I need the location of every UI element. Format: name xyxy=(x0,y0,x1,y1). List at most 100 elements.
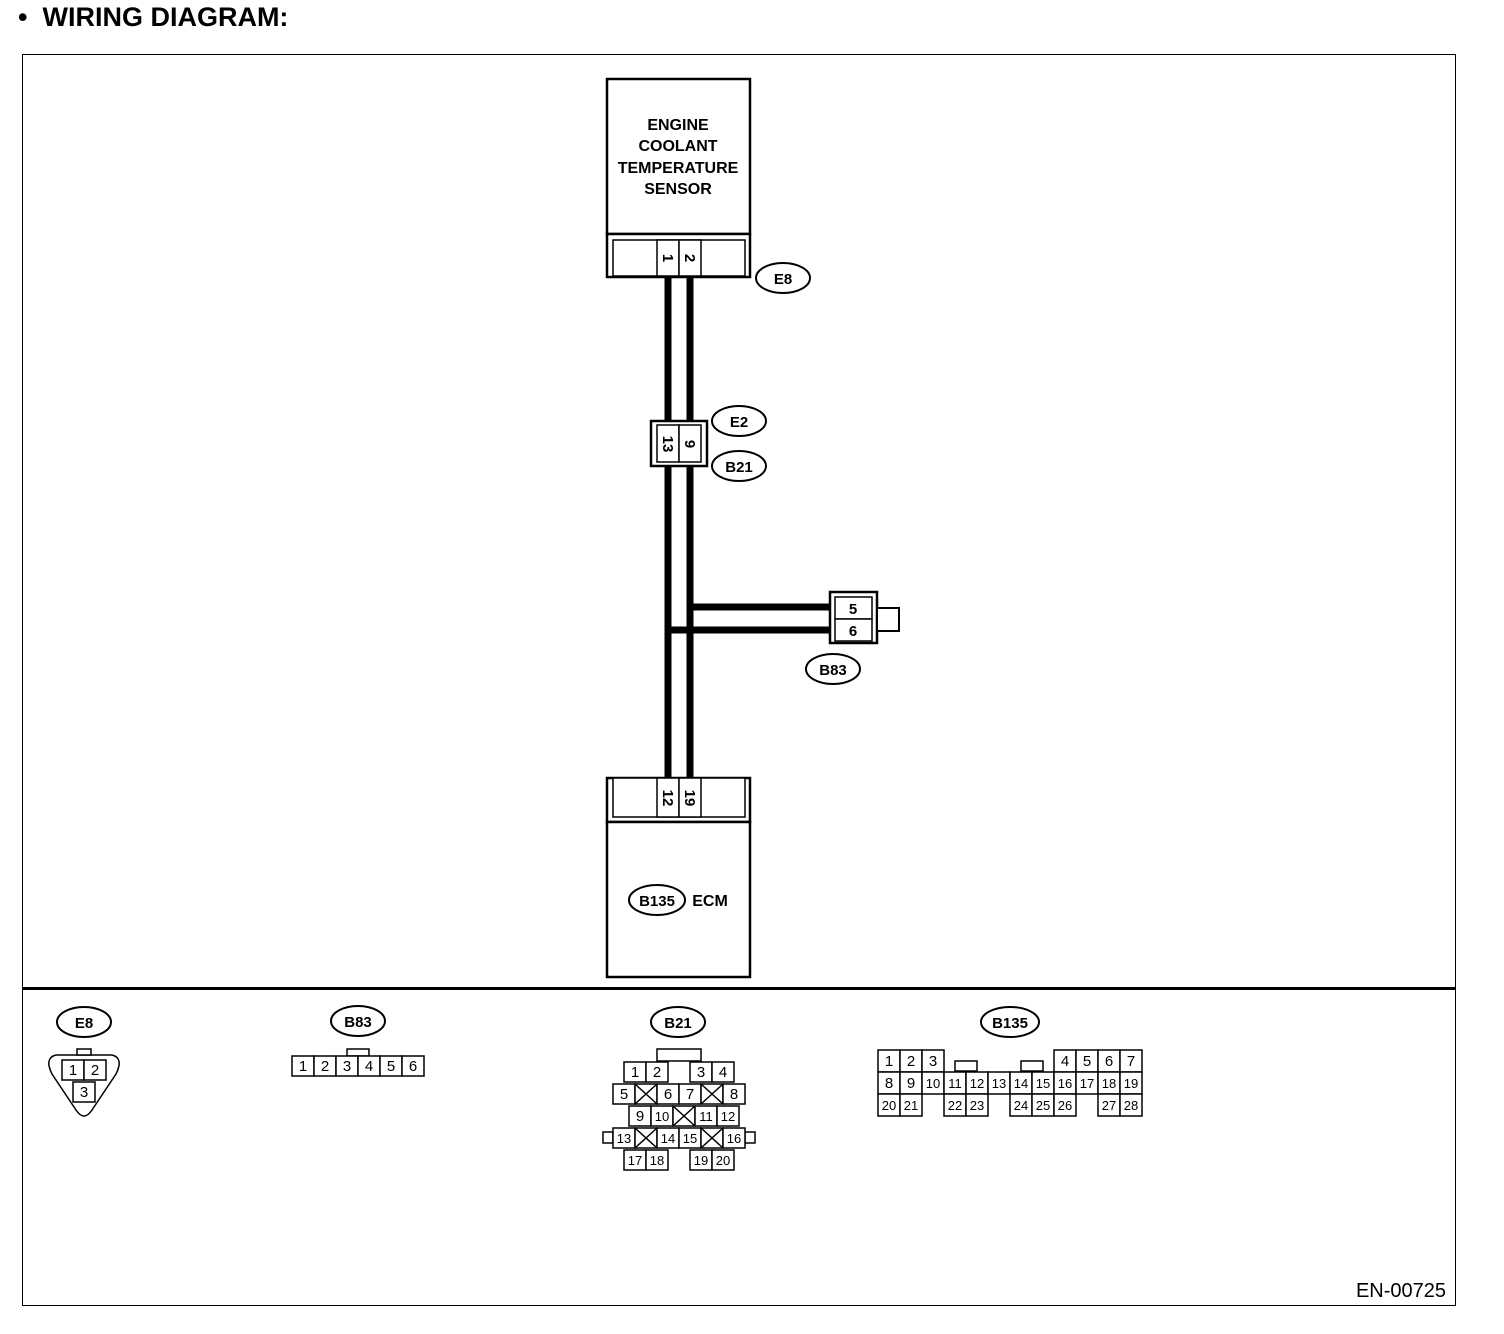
b83-pin-label: 6 xyxy=(409,1058,417,1075)
b135-pin-label: 21 xyxy=(904,1098,918,1113)
joint-pin-13: 13 xyxy=(659,436,676,453)
b135-pin-label: 4 xyxy=(1061,1053,1069,1070)
b21-pin-label: 16 xyxy=(727,1131,741,1146)
b83-pin-label: 5 xyxy=(387,1058,395,1075)
connector-id-bubble xyxy=(330,1005,386,1037)
b135-pin-label: 17 xyxy=(1080,1076,1094,1091)
b21-pin-label: 11 xyxy=(699,1109,713,1124)
branch-connector-id: B83 xyxy=(819,662,847,679)
b21-blank-cross xyxy=(634,1127,658,1149)
connector-view-b135-id: B135 xyxy=(992,1015,1028,1032)
ecm-pin-12: 12 xyxy=(659,790,676,807)
joint-id-e2: E2 xyxy=(730,414,748,431)
b83-pin-label: 1 xyxy=(299,1058,307,1075)
connector-id-bubble xyxy=(711,405,767,437)
connector-id-bubble xyxy=(805,653,861,685)
b135-pin-cell xyxy=(1053,1093,1077,1117)
b21-pin-label: 10 xyxy=(655,1109,669,1124)
branch-connector-latch xyxy=(876,607,900,632)
branch-pin-5: 5 xyxy=(849,601,857,618)
b135-pin-label: 23 xyxy=(970,1098,984,1113)
ecm-connector-id: B135 xyxy=(639,893,675,910)
b135-pin-label: 2 xyxy=(907,1053,915,1070)
b135-pin-label: 19 xyxy=(1124,1076,1138,1091)
b21-pin-label: 4 xyxy=(719,1064,727,1081)
sensor-pin-cell xyxy=(678,239,702,277)
b21-key xyxy=(656,1048,702,1062)
b135-pin-label: 15 xyxy=(1036,1076,1050,1091)
b135-pin-label: 18 xyxy=(1102,1076,1116,1091)
b135-pin-label: 7 xyxy=(1127,1053,1135,1070)
b21-pin-label: 8 xyxy=(730,1086,738,1103)
b135-pin-label: 3 xyxy=(929,1053,937,1070)
b135-pin-label: 12 xyxy=(970,1076,984,1091)
b135-pin-label: 27 xyxy=(1102,1098,1116,1113)
b21-pin-label: 14 xyxy=(661,1131,675,1146)
b21-pin-label: 6 xyxy=(664,1086,672,1103)
ecm-label: ECM xyxy=(692,893,728,910)
b135-pin-label: 8 xyxy=(885,1075,893,1092)
b21-blank-cross xyxy=(700,1127,724,1149)
connector-id-bubble xyxy=(650,1006,706,1038)
b21-pin-cell xyxy=(722,1083,746,1105)
b21-blank-cross xyxy=(634,1083,658,1105)
b21-pin-label: 1 xyxy=(631,1064,639,1081)
b135-pin-label: 10 xyxy=(926,1076,940,1091)
b21-pin-cell xyxy=(645,1061,669,1083)
b135-pin-label: 26 xyxy=(1058,1098,1072,1113)
e8-pin-label: 1 xyxy=(69,1062,77,1079)
panel-divider xyxy=(22,987,1456,990)
sensor-label-line-1: ENGINE xyxy=(647,117,709,134)
b135-pin-cell xyxy=(965,1093,989,1117)
e8-pin-cell xyxy=(83,1059,107,1081)
connector-view-b21-id: B21 xyxy=(664,1015,692,1032)
joint-id-b21: B21 xyxy=(725,459,753,476)
b21-pin-label: 12 xyxy=(721,1109,735,1124)
b83-pin-cell xyxy=(401,1055,425,1077)
connector-id-bubble xyxy=(56,1006,112,1038)
b21-blank-cross xyxy=(700,1083,724,1105)
b135-key xyxy=(954,1060,978,1072)
connector-id-bubble xyxy=(628,884,686,916)
b21-pin-cell xyxy=(711,1149,735,1171)
b21-pin-label: 5 xyxy=(620,1086,628,1103)
b21-pin-label: 20 xyxy=(716,1153,730,1168)
connector-id-bubble xyxy=(711,450,767,482)
b135-pin-label: 24 xyxy=(1014,1098,1028,1113)
sensor-label-line-4: SENSOR xyxy=(644,181,712,198)
b21-pin-cell xyxy=(716,1105,740,1127)
b135-pin-label: 9 xyxy=(907,1075,915,1092)
b21-pin-cell xyxy=(645,1149,669,1171)
b135-pin-label: 6 xyxy=(1105,1053,1113,1070)
e8-key xyxy=(76,1048,92,1056)
sensor-label-line-3: TEMPERATURE xyxy=(618,160,739,177)
b135-pin-label: 25 xyxy=(1036,1098,1050,1113)
b21-pin-label: 18 xyxy=(650,1153,664,1168)
branch-pin-6: 6 xyxy=(849,623,857,640)
b135-pin-label: 1 xyxy=(885,1053,893,1070)
b83-pin-label: 2 xyxy=(321,1058,329,1075)
figure-code: EN-00725 xyxy=(1355,1280,1446,1302)
b83-pin-label: 4 xyxy=(365,1058,373,1075)
b21-blank-cross xyxy=(672,1105,696,1127)
b135-pin-label: 16 xyxy=(1058,1076,1072,1091)
b21-pin-label: 3 xyxy=(697,1064,705,1081)
branch-pin-cell xyxy=(834,618,873,642)
sensor-connector-id: E8 xyxy=(774,271,792,288)
diagram-frame xyxy=(22,54,1456,1306)
ecm-pin-cell xyxy=(678,777,702,818)
e8-pin-cell xyxy=(72,1081,96,1103)
connector-view-b83-id: B83 xyxy=(344,1014,372,1031)
sensor-label-line-2: COOLANT xyxy=(638,138,717,155)
b135-key xyxy=(1020,1060,1044,1072)
joint-pin-cell xyxy=(678,424,702,463)
e8-pin-label: 3 xyxy=(80,1084,88,1101)
sensor-pin-2: 2 xyxy=(681,254,698,262)
ecm-pin-19: 19 xyxy=(681,790,698,807)
b83-key xyxy=(346,1048,370,1057)
b21-pin-label: 19 xyxy=(694,1153,708,1168)
b21-side-latch xyxy=(602,1131,614,1144)
connector-view-e8-id: E8 xyxy=(75,1015,93,1032)
